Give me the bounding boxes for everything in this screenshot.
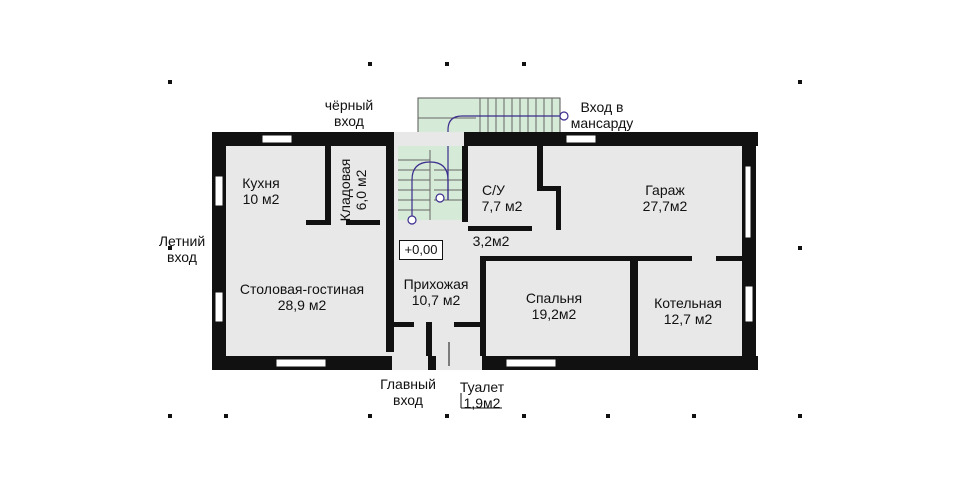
interior-staircase [398, 145, 462, 220]
room-garage: Гараж 27,7м2 [620, 182, 710, 214]
room-name: Спальня [525, 290, 583, 306]
room-name: С/У [482, 182, 505, 198]
room-name: Котельная [654, 295, 722, 311]
room-name: Кухня [242, 175, 280, 191]
room-name: Кладовая [337, 158, 353, 222]
room-hall: Прихожая 10,7 м2 [398, 276, 474, 308]
room-name: Гараж [645, 182, 685, 198]
room-bathroom: С/У 7,7 м2 [474, 182, 530, 214]
entrance-summer: Летний вход [158, 233, 206, 265]
room-area: 27,7м2 [642, 198, 688, 214]
room-toilet: Туалет 1,9м2 [452, 379, 512, 411]
room-living-dining: Столовая-гостиная 28,9 м2 [232, 281, 372, 313]
room-boiler: Котельная 12,7 м2 [644, 295, 732, 327]
room-area: 7,7 м2 [481, 198, 523, 214]
room-area: 3,2м2 [472, 233, 510, 249]
room-area: 28,9 м2 [277, 297, 327, 313]
room-corridor: 3,2м2 [466, 233, 516, 249]
room-name: Туалет [459, 379, 505, 395]
grid-markers [168, 62, 802, 418]
stair-path [407, 111, 569, 225]
room-kitchen: Кухня 10 м2 [230, 175, 292, 207]
attic-staircase [417, 97, 561, 139]
room-area: 10 м2 [242, 191, 280, 207]
room-name: Столовая-гостиная [239, 281, 365, 297]
room-area: 12,7 м2 [663, 311, 713, 327]
room-area: 10,7 м2 [411, 292, 461, 308]
room-area: 19,2м2 [531, 306, 577, 322]
level-mark: +0,00 [399, 240, 443, 260]
room-pantry: Кладовая 6,0 м2 [337, 159, 369, 222]
windows [214, 134, 754, 368]
room-bedroom: Спальня 19,2м2 [516, 290, 592, 322]
interior-walls [306, 146, 750, 356]
entrance-back: чёрный вход [324, 97, 374, 129]
entrance-attic: Вход в мансарду [570, 99, 634, 131]
room-area: 1,9м2 [463, 395, 501, 411]
room-name: Прихожая [403, 276, 469, 292]
entrance-main: Главный вход [380, 376, 436, 408]
room-area: 6,0 м2 [353, 169, 369, 211]
